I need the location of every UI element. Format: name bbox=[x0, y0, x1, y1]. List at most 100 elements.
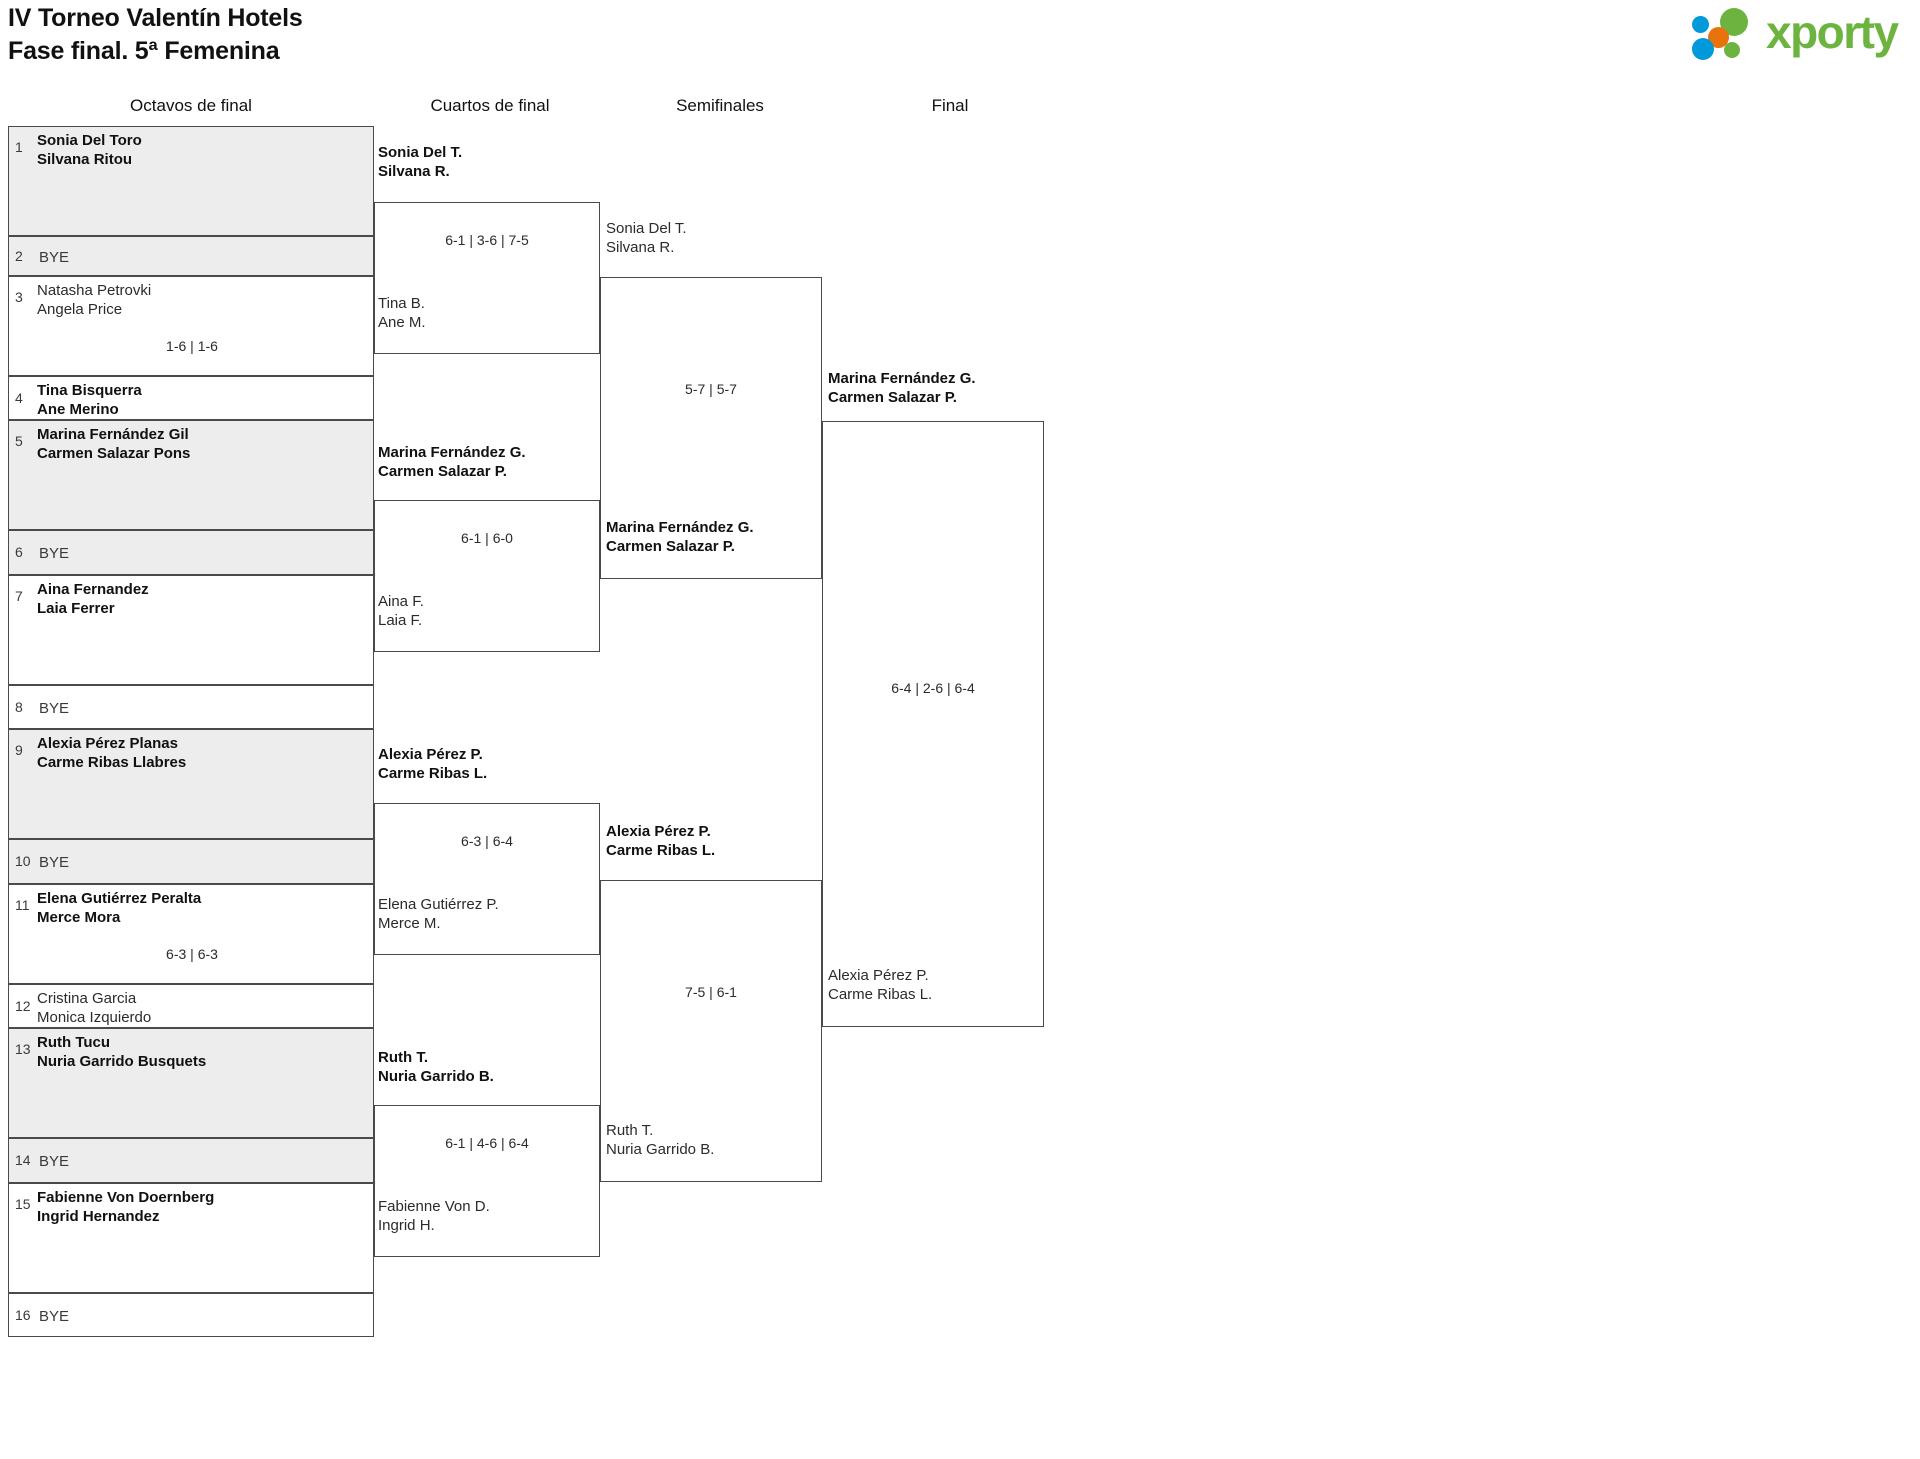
player-1: Ruth Tucu bbox=[37, 1034, 111, 1051]
player-1: Fabienne Von Doernberg bbox=[37, 1189, 215, 1206]
bye-label: BYE bbox=[39, 249, 70, 266]
seed-number: 11 bbox=[15, 897, 30, 913]
player-2: Carmen Salazar P. bbox=[828, 389, 957, 406]
r1-cell-3[interactable]: 3 Natasha Petrovki Angela Price 1-6 | 1-… bbox=[8, 276, 374, 376]
player-1: Tina Bisquerra bbox=[37, 382, 142, 399]
r2-slot-8: Fabienne Von D. Ingrid H. bbox=[378, 1197, 490, 1235]
player-names: Cristina Garcia Monica Izquierdo bbox=[37, 989, 151, 1027]
r1-cell-16[interactable]: 16 BYE bbox=[8, 1293, 374, 1337]
seed-number: 15 bbox=[15, 1196, 31, 1212]
logo-wordmark: xporty bbox=[1766, 6, 1899, 58]
player-names: Sonia Del Toro Silvana Ritou bbox=[37, 131, 142, 169]
player-2: Ingrid Hernandez bbox=[37, 1208, 160, 1225]
player-names: Elena Gutiérrez Peralta Merce Mora bbox=[37, 889, 201, 927]
player-1: Sonia Del T. bbox=[378, 144, 463, 161]
r4-slot-2: Alexia Pérez P. Carme Ribas L. bbox=[828, 966, 932, 1004]
r2-connector-4 bbox=[374, 1105, 600, 1257]
seed-number: 1 bbox=[15, 139, 23, 155]
player-2: Silvana R. bbox=[606, 239, 675, 256]
seed-number: 13 bbox=[15, 1041, 31, 1057]
bye-label: BYE bbox=[39, 1308, 70, 1325]
player-2: Ane M. bbox=[378, 314, 426, 331]
player-2: Carme Ribas Llabres bbox=[37, 754, 187, 771]
player-names: Tina Bisquerra Ane Merino bbox=[37, 381, 142, 419]
xporty-logo: xporty bbox=[1692, 6, 1912, 62]
r3-slot-1: Sonia Del T. Silvana R. bbox=[606, 219, 687, 257]
r2-connector-1 bbox=[374, 202, 600, 354]
player-2: Carmen Salazar Pons bbox=[37, 445, 191, 462]
tournament-name: IV Torneo Valentín Hotels bbox=[8, 4, 303, 32]
player-names: Ruth Tucu Nuria Garrido Busquets bbox=[37, 1033, 206, 1071]
page-title: IV Torneo Valentín Hotels Fase final. 5ª… bbox=[8, 2, 303, 68]
seed-number: 5 bbox=[15, 433, 23, 449]
player-2: Nuria Garrido Busquets bbox=[37, 1053, 207, 1070]
r1-cell-10[interactable]: 10 BYE bbox=[8, 839, 374, 884]
r2-slot-1: Sonia Del T. Silvana R. bbox=[378, 143, 462, 181]
r1-score-2: 1-6 | 1-6 bbox=[166, 338, 218, 354]
player-2: Carme Ribas L. bbox=[378, 765, 488, 782]
logo-dot-blue-large bbox=[1692, 38, 1714, 60]
r1-cell-7[interactable]: 7 Aina Fernandez Laia Ferrer bbox=[8, 575, 374, 685]
r1-cell-14[interactable]: 14 BYE bbox=[8, 1138, 374, 1183]
player-1: Alexia Pérez P. bbox=[828, 967, 929, 984]
r2-connector-2 bbox=[374, 500, 600, 652]
player-2: Monica Izquierdo bbox=[37, 1009, 152, 1026]
player-2: Laia Ferrer bbox=[37, 600, 115, 617]
r1-cell-15[interactable]: 15 Fabienne Von Doernberg Ingrid Hernand… bbox=[8, 1183, 374, 1293]
r1-cell-4[interactable]: 4 Tina Bisquerra Ane Merino bbox=[8, 376, 374, 420]
r4-score-1: 6-4 | 2-6 | 6-4 bbox=[891, 680, 975, 696]
r2-score-1: 6-1 | 3-6 | 7-5 bbox=[445, 232, 529, 248]
r3-score-1: 5-7 | 5-7 bbox=[685, 381, 737, 397]
player-2: Carme Ribas L. bbox=[606, 842, 716, 859]
player-1: Sonia Del T. bbox=[606, 220, 687, 237]
player-names: Natasha Petrovki Angela Price bbox=[37, 281, 151, 319]
r3-connector-2 bbox=[600, 880, 822, 1182]
player-1: Natasha Petrovki bbox=[37, 282, 152, 299]
r2-score-4: 6-1 | 4-6 | 6-4 bbox=[445, 1135, 529, 1151]
r2-slot-5: Alexia Pérez P. Carme Ribas L. bbox=[378, 745, 487, 783]
player-1: Cristina Garcia bbox=[37, 990, 137, 1007]
player-1: Alexia Pérez P. bbox=[378, 746, 483, 763]
logo-dots-icon bbox=[1692, 8, 1760, 60]
player-names: Fabienne Von Doernberg Ingrid Hernandez bbox=[37, 1188, 214, 1226]
r2-connector-3 bbox=[374, 803, 600, 955]
player-1: Marina Fernández G. bbox=[606, 519, 754, 536]
player-2: Nuria Garrido B. bbox=[378, 1068, 494, 1085]
r1-cell-2[interactable]: 2 BYE bbox=[8, 236, 374, 276]
r3-slot-3: Alexia Pérez P. Carme Ribas L. bbox=[606, 822, 715, 860]
r1-cell-11[interactable]: 11 Elena Gutiérrez Peralta Merce Mora 6-… bbox=[8, 884, 374, 984]
player-2: Carmen Salazar P. bbox=[378, 463, 507, 480]
tournament-phase: Fase final. 5ª Femenina bbox=[8, 37, 280, 65]
bye-label: BYE bbox=[39, 1153, 70, 1170]
player-2: Carme Ribas L. bbox=[828, 986, 933, 1003]
player-2: Angela Price bbox=[37, 301, 123, 318]
player-1: Alexia Pérez P. bbox=[606, 823, 711, 840]
player-names: Alexia Pérez Planas Carme Ribas Llabres bbox=[37, 734, 186, 772]
r2-score-2: 6-1 | 6-0 bbox=[461, 530, 513, 546]
r1-cell-5[interactable]: 5 Marina Fernández Gil Carmen Salazar Po… bbox=[8, 420, 374, 530]
logo-dot-orange bbox=[1708, 27, 1729, 48]
seed-number: 16 bbox=[15, 1307, 31, 1323]
player-2: Ane Merino bbox=[37, 401, 119, 418]
r1-cell-13[interactable]: 13 Ruth Tucu Nuria Garrido Busquets bbox=[8, 1028, 374, 1138]
player-1: Aina F. bbox=[378, 593, 424, 610]
player-1: Aina Fernandez bbox=[37, 581, 149, 598]
player-2: Nuria Garrido B. bbox=[606, 1141, 715, 1158]
player-2: Silvana Ritou bbox=[37, 151, 133, 168]
r3-slot-4: Ruth T. Nuria Garrido B. bbox=[606, 1121, 714, 1159]
round-header-octavos: Octavos de final bbox=[130, 96, 252, 115]
round-header-final: Final bbox=[931, 96, 969, 115]
player-2: Merce Mora bbox=[37, 909, 121, 926]
r2-slot-4: Aina F. Laia F. bbox=[378, 592, 424, 630]
r1-cell-9[interactable]: 9 Alexia Pérez Planas Carme Ribas Llabre… bbox=[8, 729, 374, 839]
r1-cell-6[interactable]: 6 BYE bbox=[8, 530, 374, 575]
player-1: Sonia Del Toro bbox=[37, 132, 142, 149]
bye-label: BYE bbox=[39, 545, 70, 562]
r1-cell-1[interactable]: 1 Sonia Del Toro Silvana Ritou bbox=[8, 126, 374, 236]
player-names: Marina Fernández Gil Carmen Salazar Pons bbox=[37, 425, 190, 463]
r1-cell-12[interactable]: 12 Cristina Garcia Monica Izquierdo bbox=[8, 984, 374, 1028]
player-1: Marina Fernández G. bbox=[828, 370, 976, 387]
seed-number: 12 bbox=[15, 998, 31, 1014]
r1-cell-8[interactable]: 8 BYE bbox=[8, 685, 374, 729]
